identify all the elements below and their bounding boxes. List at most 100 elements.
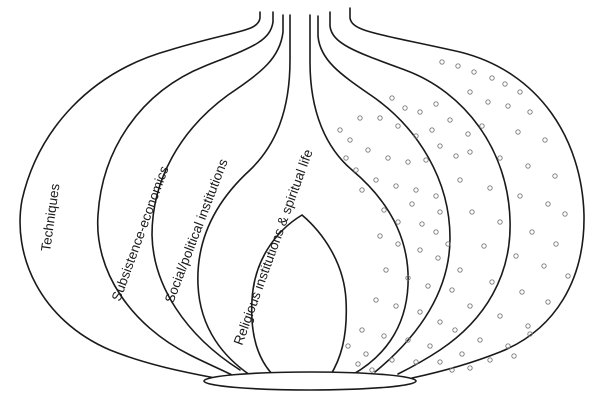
texture-dot [438, 210, 442, 214]
texture-dots [338, 60, 570, 372]
texture-dot [518, 90, 522, 94]
onion-layers [20, 8, 584, 378]
texture-dot [390, 358, 394, 362]
texture-dot [438, 360, 442, 364]
texture-dot [420, 222, 424, 226]
texture-dot [344, 156, 348, 160]
texture-dot [358, 116, 362, 120]
texture-dot [490, 76, 494, 80]
texture-dot [503, 82, 507, 86]
texture-dot [438, 144, 442, 148]
texture-dot [546, 300, 550, 304]
texture-dot [472, 70, 476, 74]
texture-dot [526, 324, 530, 328]
texture-dot [468, 150, 472, 154]
layer-religious-outline [198, 15, 408, 375]
texture-dot [520, 290, 524, 294]
texture-dot [490, 280, 494, 284]
texture-dot [338, 128, 342, 132]
layer-labels: Techniques Subsistence-economics Social/… [38, 147, 316, 347]
texture-dot [460, 352, 464, 356]
texture-dot [386, 156, 390, 160]
texture-dot [414, 188, 418, 192]
texture-dot [364, 352, 368, 356]
texture-dot [360, 328, 364, 332]
layer-techniques-outline [20, 8, 584, 378]
texture-dot [414, 360, 418, 364]
texture-dot [506, 344, 510, 348]
texture-dot [480, 124, 484, 128]
texture-dot [566, 274, 570, 278]
texture-dot [424, 158, 428, 162]
texture-dot [396, 220, 400, 224]
texture-dot [378, 116, 382, 120]
label-social: Social/political institutions [162, 157, 231, 306]
texture-dot [498, 314, 502, 318]
texture-dot [394, 184, 398, 188]
texture-dot [546, 202, 550, 206]
texture-dot [450, 288, 454, 292]
texture-dot [498, 220, 502, 224]
texture-dot [356, 362, 360, 366]
texture-dot [348, 138, 352, 142]
texture-dot [390, 96, 394, 100]
texture-dot [438, 320, 442, 324]
texture-dot [384, 268, 388, 272]
texture-dot [453, 328, 457, 332]
texture-dot [354, 168, 358, 172]
texture-dot [440, 60, 444, 64]
texture-dot [514, 254, 518, 258]
texture-dot [458, 178, 462, 182]
texture-dot [528, 110, 532, 114]
texture-dot [430, 128, 434, 132]
texture-dot [410, 202, 414, 206]
texture-dot [360, 188, 364, 192]
texture-dot [512, 354, 516, 358]
texture-dot [488, 358, 492, 362]
texture-dot [418, 310, 422, 314]
texture-dot [418, 248, 422, 252]
texture-dot [458, 268, 462, 272]
texture-dot [346, 344, 350, 348]
inner-core-outline [252, 215, 347, 376]
texture-dot [563, 212, 567, 216]
texture-dot [554, 242, 558, 246]
texture-dot [426, 284, 430, 288]
texture-dot [428, 344, 432, 348]
texture-dot [468, 304, 472, 308]
texture-dot [516, 130, 520, 134]
texture-dot [370, 368, 374, 372]
texture-dot [486, 100, 490, 104]
texture-dot [434, 194, 438, 198]
texture-dot [470, 210, 474, 214]
texture-dot [518, 194, 522, 198]
label-techniques: Techniques [38, 182, 62, 252]
texture-dot [456, 64, 460, 68]
texture-dot [396, 242, 400, 246]
texture-dot [406, 160, 410, 164]
texture-dot [454, 154, 458, 158]
texture-dot [543, 138, 547, 142]
texture-dot [488, 186, 492, 190]
texture-dot [374, 178, 378, 182]
texture-dot [434, 230, 438, 234]
texture-dot [530, 230, 534, 234]
texture-dot [434, 102, 438, 106]
texture-dot [482, 244, 486, 248]
texture-dot [468, 366, 472, 370]
texture-dot [396, 124, 400, 128]
texture-dot [448, 118, 452, 122]
texture-dot [418, 110, 422, 114]
texture-dot [466, 132, 470, 136]
texture-dot [468, 90, 472, 94]
texture-dot [366, 148, 370, 152]
texture-dot [506, 104, 510, 108]
texture-dot [498, 156, 502, 160]
texture-dot [382, 334, 386, 338]
texture-dot [374, 298, 378, 302]
texture-dot [436, 256, 440, 260]
texture-dot [378, 234, 382, 238]
texture-dot [394, 304, 398, 308]
texture-dot [526, 164, 530, 168]
